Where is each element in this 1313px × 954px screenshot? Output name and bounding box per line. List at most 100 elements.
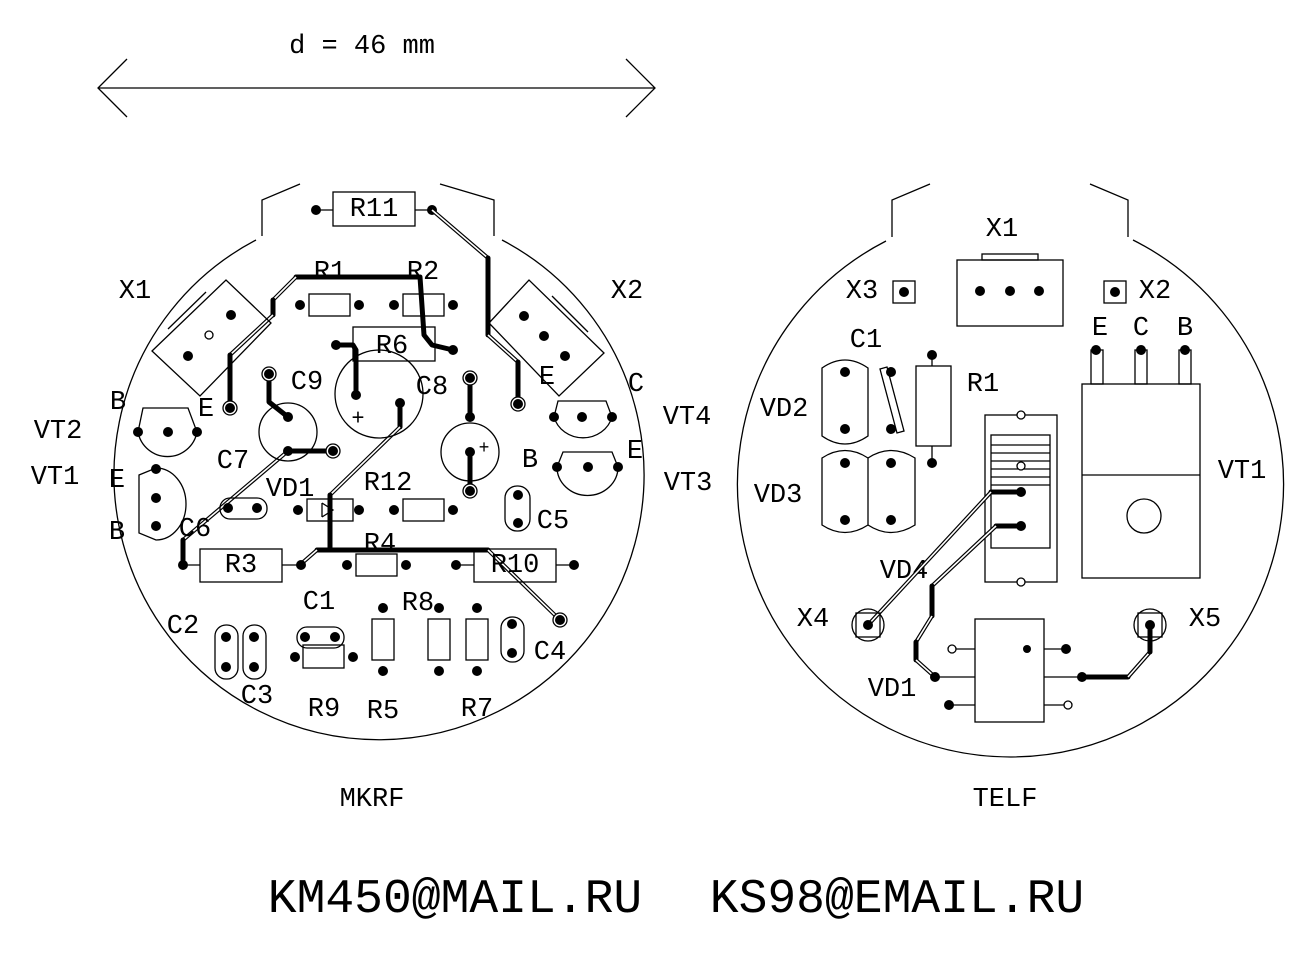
label-r11: R11: [350, 195, 399, 225]
resistor-r4: R4: [342, 530, 411, 577]
resistor-r12: R12: [364, 469, 458, 522]
label-e-x1: E: [198, 395, 214, 425]
capacitor-c3: C3: [241, 624, 273, 712]
bridge-vd1: VD1: [868, 618, 1087, 723]
label-vd2: VD2: [760, 395, 809, 425]
label-c1: C1: [303, 588, 335, 618]
connector-x5: X5: [1133, 605, 1221, 642]
diode-vd1: VD1: [266, 475, 364, 522]
label-c6: C6: [179, 515, 211, 545]
capacitor-c1: [879, 366, 905, 434]
resistor-r1: R1: [295, 258, 364, 317]
label-c2: C2: [167, 612, 199, 642]
label-vd1: VD1: [266, 475, 315, 505]
plus-sign-icon: +: [351, 407, 364, 432]
label-c8: C8: [416, 373, 448, 403]
resistor-r7: R7: [461, 603, 493, 725]
board-name-telf: TELF: [973, 785, 1038, 815]
label-r1: R1: [967, 370, 999, 400]
resistor-r8: [427, 603, 451, 676]
label-r2: R2: [407, 258, 439, 288]
dimension-label: d = 46 mm: [289, 32, 435, 62]
label-b: B: [1177, 314, 1193, 344]
label-c3: C3: [241, 682, 273, 712]
label-r7: R7: [461, 695, 493, 725]
label-r12: R12: [364, 469, 413, 499]
label-x2: X2: [1139, 277, 1171, 307]
transistor-vt2: VT2 B: [34, 388, 202, 458]
email-ks98: KS98@EMAIL.RU: [710, 873, 1084, 927]
dimension-arrow: d = 46 mm: [97, 32, 656, 118]
label-vt2: VT2: [34, 417, 83, 447]
connector-x4: X4: [797, 605, 885, 642]
label-vd4: VD4: [880, 557, 929, 587]
connector-x1: X1: [119, 277, 272, 397]
board-outline: [113, 183, 645, 741]
connector-x2: X2: [1103, 277, 1171, 307]
transistor-vt1: VT1 E B: [31, 463, 187, 548]
label-r1: R1: [314, 258, 346, 288]
transistor-vt1: E C B VT1: [1081, 314, 1267, 579]
plus-sign-icon: +: [479, 439, 490, 459]
label-vd3: VD3: [754, 481, 803, 511]
label-x1: X1: [986, 215, 1018, 245]
label-e: E: [109, 466, 125, 496]
label-x4: X4: [797, 605, 829, 635]
label-e: E: [1092, 314, 1108, 344]
capacitor-c6: C6: [179, 497, 268, 545]
connector-x3: X3: [846, 277, 916, 307]
capacitor-c1: C1: [296, 588, 345, 649]
label-vt3: VT3: [664, 469, 713, 499]
connector-x1: X1: [956, 215, 1064, 327]
resistor-r5: R5: [367, 603, 399, 727]
label-c: C: [628, 370, 644, 400]
capacitor-c8: + C8: [334, 349, 448, 439]
board-mkrf: R11: [31, 183, 713, 815]
label-b: B: [522, 446, 538, 476]
label-c: C: [1133, 314, 1149, 344]
label-e: E: [627, 437, 643, 467]
label-c4: C4: [534, 638, 566, 668]
label-c9: C9: [291, 368, 323, 398]
label-e-x2: E: [539, 363, 555, 393]
label-r5: R5: [367, 697, 399, 727]
resistor-r9: R9: [290, 644, 358, 725]
label-r8: R8: [402, 589, 434, 619]
resistor-r10: R10: [451, 548, 579, 583]
resistor-r2: R2: [389, 258, 458, 317]
capacitor-c2: C2: [167, 612, 239, 680]
label-c5: C5: [537, 507, 569, 537]
label-c7: C7: [217, 447, 249, 477]
optocoupler-vd4: VD4: [880, 410, 1058, 587]
label-r9: R9: [308, 695, 340, 725]
resistor-r6: R6: [331, 326, 458, 362]
resistor-r1: R1: [915, 350, 999, 468]
label-b: B: [109, 518, 125, 548]
resistor-r11: R11: [311, 191, 437, 227]
label-r3: R3: [225, 551, 257, 581]
label-c1: C1: [850, 326, 882, 356]
capacitor-electrolytic: +: [440, 370, 500, 499]
board-name-mkrf: MKRF: [340, 785, 405, 815]
label-r4: R4: [364, 530, 396, 560]
label-x1: X1: [119, 277, 151, 307]
diode-vd2: VD2: [760, 359, 869, 445]
board-outline: [736, 183, 1285, 758]
capacitor-c4: C4: [500, 616, 566, 668]
label-vt1: VT1: [1218, 457, 1267, 487]
board-telf: X1 X3 X2 C1 E C B VT1 VD2: [736, 183, 1285, 815]
diode-vd3: VD3: [754, 449, 916, 534]
label-vd1: VD1: [868, 675, 917, 705]
capacitor-c7: C9 C7: [217, 366, 341, 477]
label-x3: X3: [846, 277, 878, 307]
email-km450: KM450@MAIL.RU: [268, 873, 642, 927]
connector-x2: X2: [488, 277, 643, 397]
label-vt1: VT1: [31, 463, 80, 493]
label-vt4: VT4: [663, 403, 712, 433]
transistor-vt4: VT4 C E B: [522, 370, 711, 476]
label-b: B: [110, 388, 126, 418]
label-r10: R10: [491, 551, 540, 581]
capacitor-c5: C5: [504, 485, 569, 537]
label-x2: X2: [611, 277, 643, 307]
